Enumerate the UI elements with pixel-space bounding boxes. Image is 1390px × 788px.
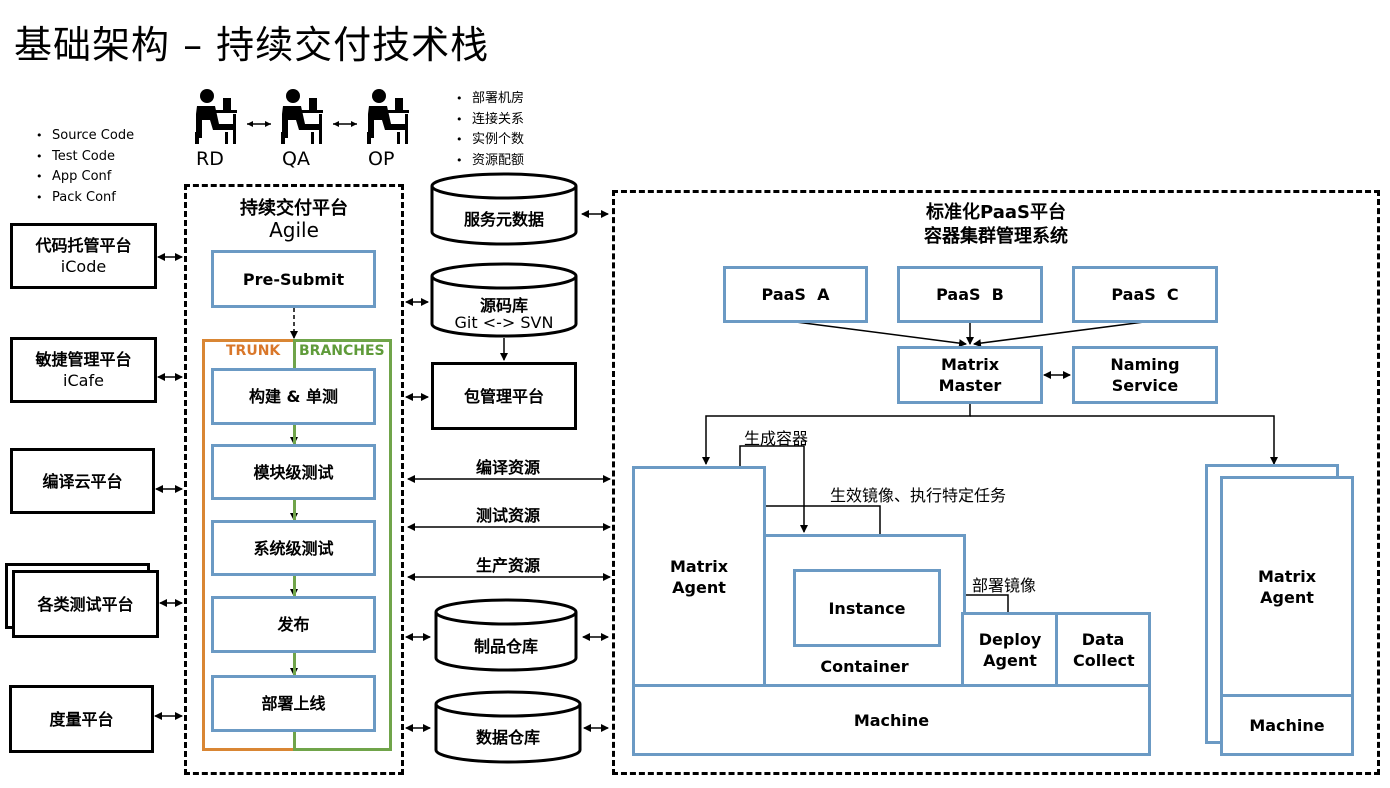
gen-container-label: 生成容器 — [744, 429, 809, 448]
matrix-master-label: Matrix Master — [938, 355, 1002, 395]
presubmit-label: Pre-Submit — [242, 269, 345, 289]
meta-notes: 部署机房 连接关系 实例个数 资源配额 — [450, 89, 524, 171]
paas-b-label: PaaS B — [936, 285, 1004, 304]
pkg-platform[interactable]: 包管理平台 — [431, 362, 577, 430]
resource-prod: 生产资源 — [475, 556, 540, 575]
platform-test[interactable]: 各类测试平台 — [12, 570, 159, 638]
trunk-label: TRUNK — [226, 343, 281, 359]
gen-image-label: 生效镜像、执行特定任务 — [830, 486, 1007, 505]
platform-compile-cloud-name: 编译云平台 — [42, 471, 123, 491]
data-collect-label: Data Collect — [1073, 630, 1135, 670]
pkg-platform-label: 包管理平台 — [463, 386, 544, 406]
matrix-agent-2-box[interactable]: Matrix Agent — [1220, 476, 1354, 698]
platform-icode-sub: iCode — [60, 257, 107, 276]
data-wh-label: 数据仓库 — [475, 728, 540, 747]
matrix-agent-label: Matrix Agent — [669, 557, 729, 597]
cd-platform-title: 持续交付平台 — [240, 198, 348, 219]
stage-system-test-label: 系统级测试 — [253, 538, 334, 558]
note-pack-conf: Pack Conf — [30, 188, 134, 209]
roles-icons — [195, 89, 409, 144]
machine-2-label: Machine — [1249, 715, 1325, 735]
machine-label: Machine — [853, 710, 930, 730]
stage-system-test[interactable]: 系统级测试 — [211, 520, 376, 576]
paas-a-box[interactable]: PaaS A — [723, 266, 868, 323]
artifact-label: 制品仓库 — [473, 637, 538, 656]
note-connection: 连接关系 — [450, 110, 524, 131]
note-deploy-room: 部署机房 — [450, 89, 524, 110]
resource-test: 测试资源 — [475, 506, 540, 525]
resource-compile: 编译资源 — [475, 458, 540, 477]
role-rd: RD — [196, 148, 224, 170]
paas-frame — [612, 190, 1380, 775]
instance-box[interactable]: Instance — [793, 569, 941, 647]
role-qa: QA — [282, 148, 310, 170]
stage-release[interactable]: 发布 — [211, 596, 376, 653]
stage-release-label: 发布 — [277, 615, 310, 634]
naming-service-label: Naming Service — [1110, 355, 1180, 395]
platform-icafe-name: 敏捷管理平台 — [35, 350, 132, 369]
paas-b-box[interactable]: PaaS B — [897, 266, 1043, 323]
repo-label: 源码库 — [479, 296, 528, 315]
container-label: Container — [820, 657, 909, 676]
naming-service-box[interactable]: Naming Service — [1072, 346, 1218, 404]
deploy-image-label: 部署镜像 — [972, 576, 1037, 595]
stage-build[interactable]: 构建 & 单测 — [211, 368, 376, 425]
cd-platform-frame — [184, 184, 404, 775]
cylinder-data-wh — [434, 690, 582, 764]
paas-c-label: PaaS C — [1111, 285, 1179, 304]
matrix-agent-2-label: Matrix Agent — [1257, 567, 1317, 607]
note-source-code: Source Code — [30, 126, 134, 147]
platform-icode-name: 代码托管平台 — [35, 236, 132, 255]
deploy-agent-label: Deploy Agent — [978, 630, 1042, 670]
page-title: 基础架构 – 持续交付技术栈 — [14, 23, 490, 67]
platform-metrics[interactable]: 度量平台 — [9, 685, 154, 753]
stage-build-label: 构建 & 单测 — [248, 387, 339, 406]
repo-sub-label: Git <-> SVN — [454, 313, 554, 332]
note-instance-count: 实例个数 — [450, 130, 524, 151]
deploy-agent-box[interactable]: Deploy Agent — [961, 612, 1059, 688]
presubmit-box[interactable]: Pre-Submit — [211, 250, 376, 308]
note-test-code: Test Code — [30, 147, 134, 168]
platform-compile-cloud[interactable]: 编译云平台 — [10, 448, 155, 514]
stage-deploy-label: 部署上线 — [261, 694, 326, 713]
cylinder-repo — [430, 262, 578, 338]
data-collect-box[interactable]: Data Collect — [1055, 612, 1151, 688]
branches-label: BRANCHES — [299, 343, 385, 359]
service-meta-label: 服务元数据 — [463, 210, 544, 229]
platform-icode[interactable]: 代码托管平台 iCode — [10, 223, 157, 289]
cylinder-service-meta — [430, 172, 578, 246]
cylinder-artifact — [434, 598, 578, 672]
machine-box[interactable]: Machine — [632, 684, 1151, 756]
middle-cylinders — [430, 172, 582, 764]
note-app-conf: App Conf — [30, 167, 134, 188]
paas-title: 标准化PaaS平台 — [926, 202, 1066, 223]
note-quota: 资源配额 — [450, 151, 524, 172]
machine-2-box[interactable]: Machine — [1220, 694, 1354, 756]
instance-label: Instance — [828, 598, 906, 618]
paas-subtitle: 容器集群管理系统 — [924, 226, 1068, 247]
platform-icafe[interactable]: 敏捷管理平台 iCafe — [10, 337, 157, 403]
platform-test-name: 各类测试平台 — [37, 594, 134, 614]
paas-c-box[interactable]: PaaS C — [1072, 266, 1218, 323]
trunk-frame — [202, 339, 296, 751]
stage-module-test[interactable]: 模块级测试 — [211, 444, 376, 500]
stage-module-test-label: 模块级测试 — [253, 462, 334, 482]
matrix-agent-box[interactable]: Matrix Agent — [632, 466, 766, 688]
role-op: OP — [368, 148, 395, 170]
cd-platform-subtitle: Agile — [269, 218, 319, 242]
matrix-master-box[interactable]: Matrix Master — [897, 346, 1043, 404]
stage-deploy[interactable]: 部署上线 — [211, 675, 376, 732]
platform-metrics-name: 度量平台 — [49, 709, 114, 729]
paas-a-label: PaaS A — [761, 285, 830, 304]
platform-icafe-sub: iCafe — [63, 371, 104, 390]
left-notes: Source Code Test Code App Conf Pack Conf — [30, 126, 134, 208]
